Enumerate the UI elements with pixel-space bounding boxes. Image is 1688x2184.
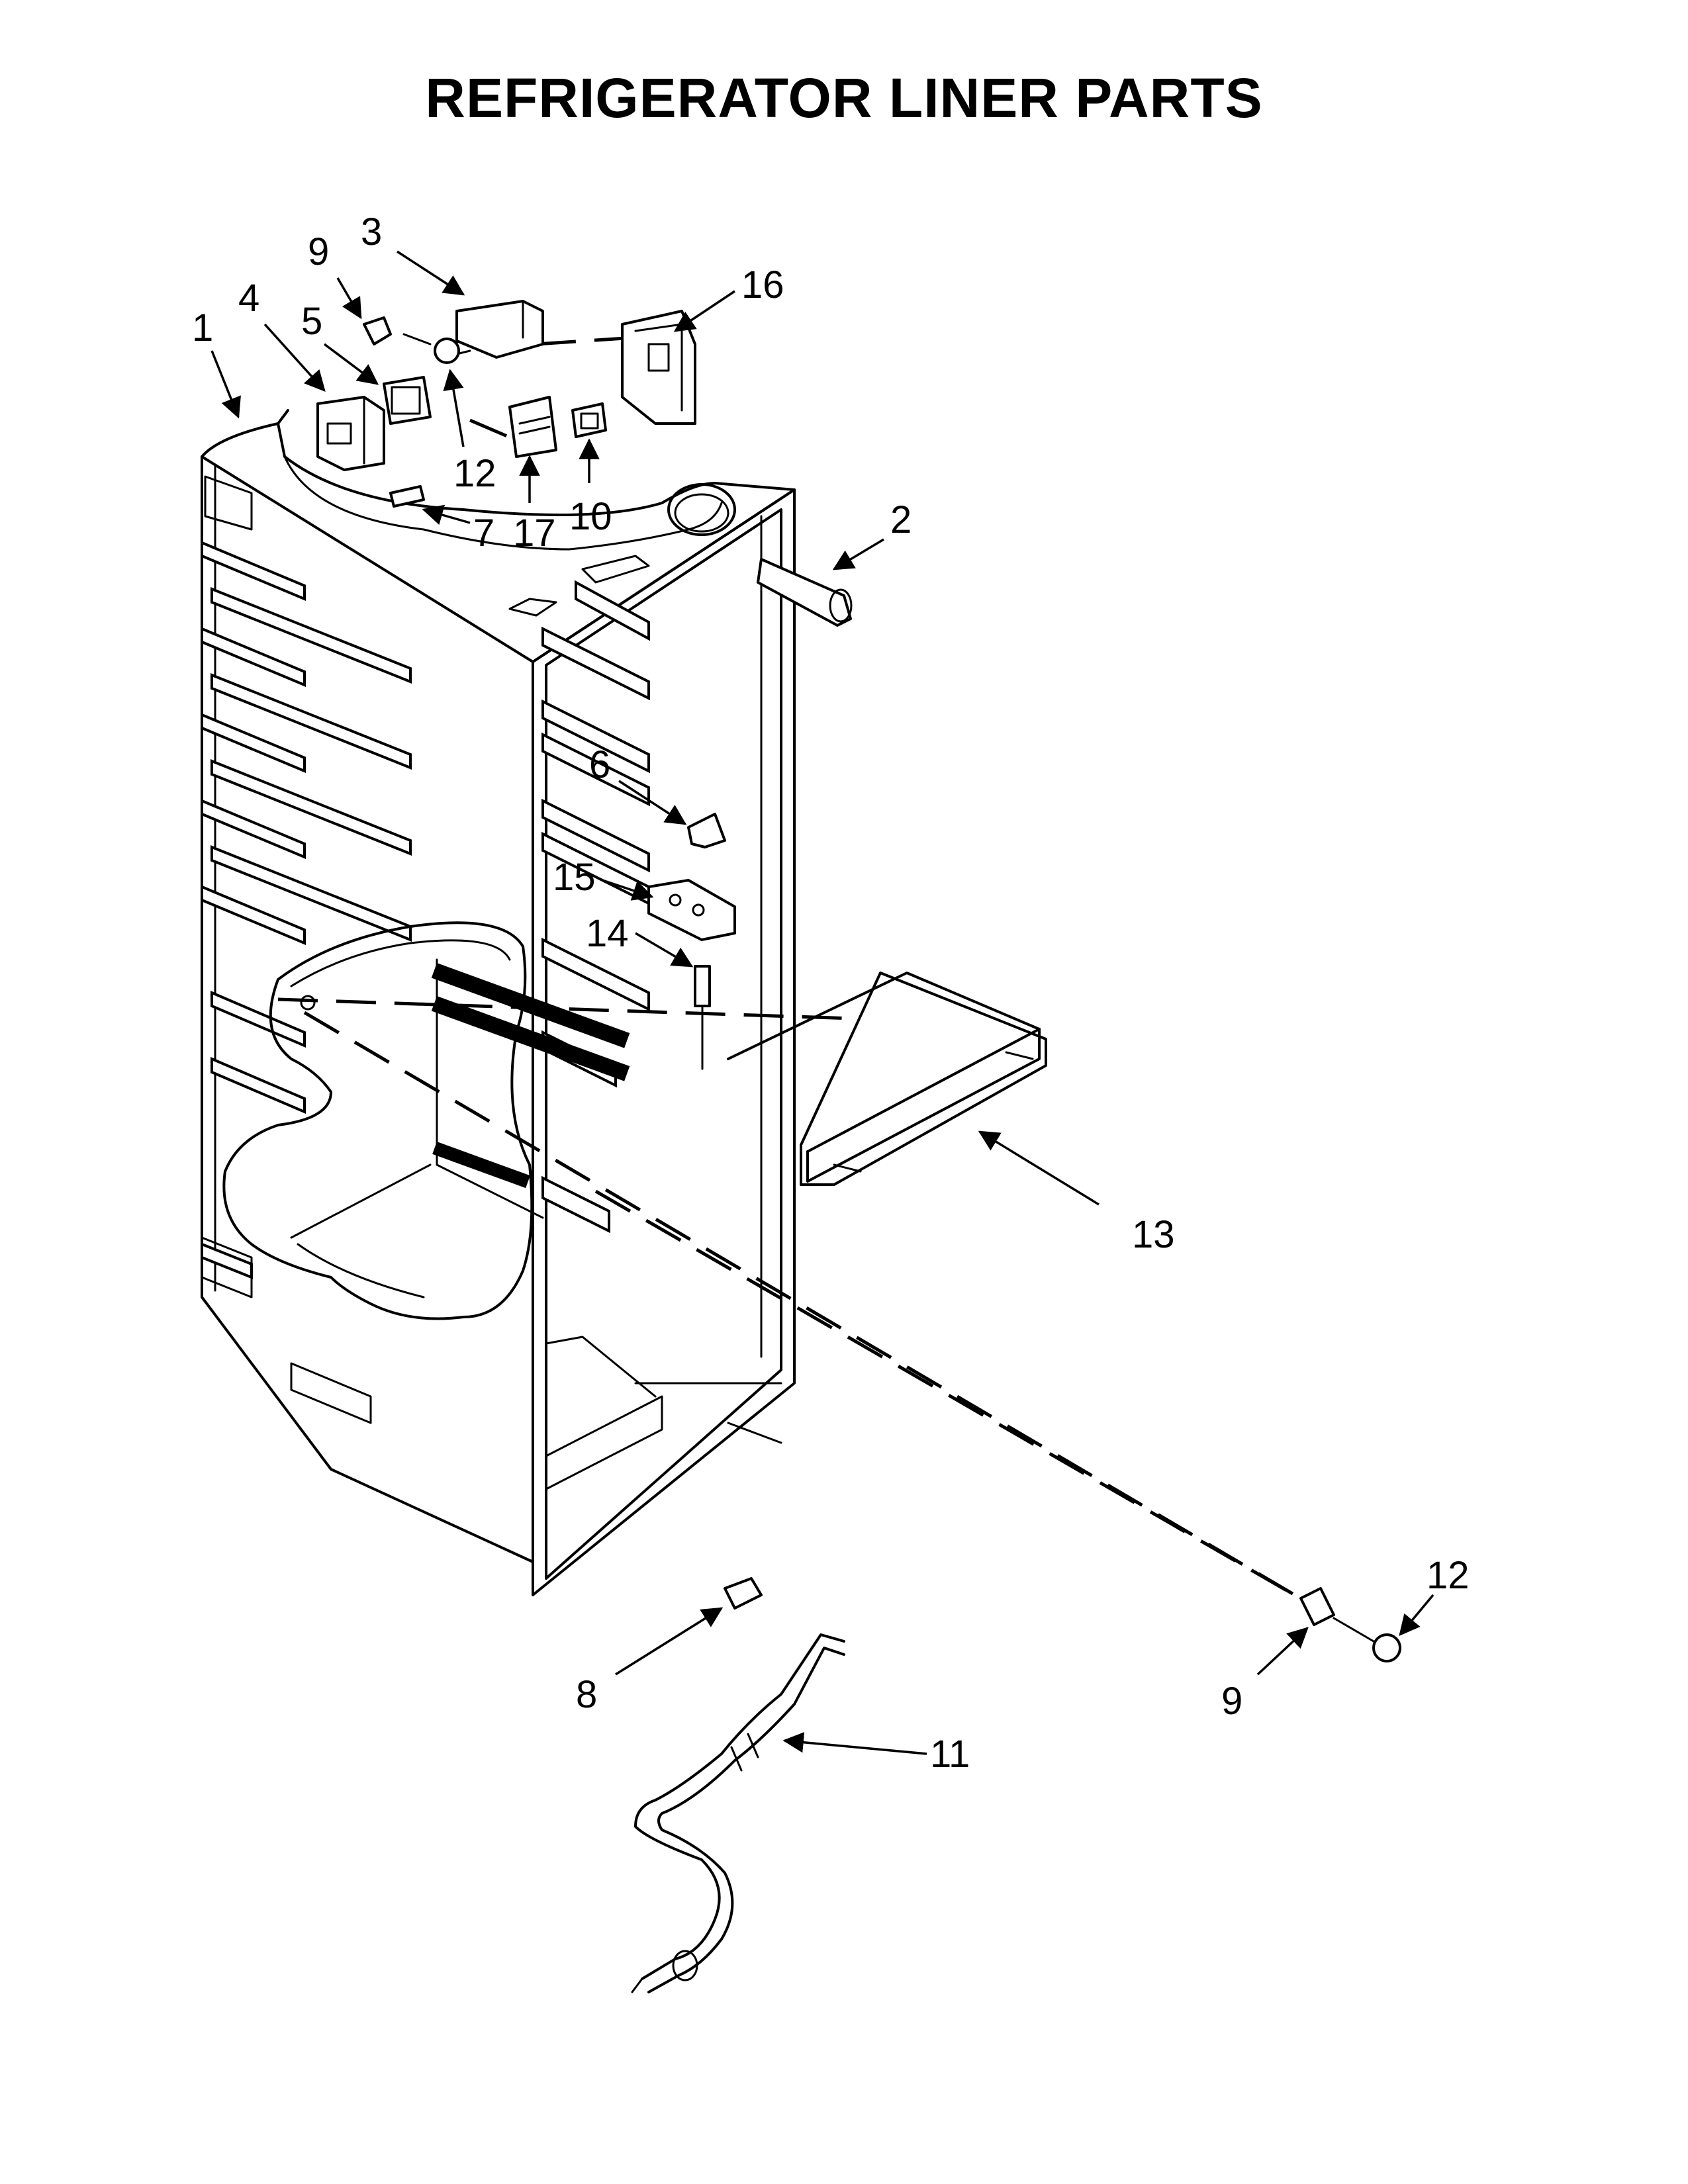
callout-14: 14 — [586, 912, 629, 955]
callout-13: 13 — [1132, 1213, 1175, 1256]
part-8-fitting — [724, 1577, 763, 1610]
liner-shell — [201, 409, 796, 1596]
assembly-line-diag — [594, 1189, 1319, 1610]
cutaway-view — [222, 921, 630, 1320]
part-6-clip — [687, 813, 726, 848]
right-wall-rails — [541, 580, 650, 1234]
part-3-bracket — [455, 300, 544, 359]
callout-12-lower: 12 — [1427, 1554, 1470, 1597]
assembly-line-lower — [303, 1011, 1319, 1610]
assembly-line-shelf — [277, 997, 874, 1021]
part-4-module — [316, 396, 385, 471]
part-12-bulb-lower — [1333, 1617, 1401, 1662]
part-15-holder — [647, 879, 736, 941]
assembly-line-top — [469, 418, 517, 442]
part-2-rod — [757, 558, 853, 627]
callout-16: 16 — [741, 263, 784, 306]
part-10-lens — [571, 402, 607, 438]
callout-17: 17 — [513, 512, 556, 555]
callout-12: 12 — [453, 452, 496, 495]
part-7-connector — [389, 485, 425, 508]
callout-11: 11 — [930, 1733, 970, 1776]
part-5-control — [383, 376, 432, 425]
callout-15: 15 — [553, 856, 596, 899]
part-14-sensor — [694, 965, 711, 1070]
callout-6: 6 — [589, 743, 610, 786]
callout-3: 3 — [361, 210, 382, 253]
callout-1: 1 — [192, 306, 213, 349]
part-13-shelf — [727, 972, 1047, 1186]
callout-4: 4 — [238, 277, 259, 320]
part-9-socket — [363, 316, 392, 345]
part-9-socket-lower — [1299, 1587, 1335, 1626]
assembly-line-top2 — [536, 336, 636, 346]
callout-10: 10 — [569, 495, 612, 538]
callout-9: 9 — [308, 230, 329, 273]
left-wall-rails — [201, 540, 412, 1279]
part-17-cover — [508, 396, 557, 458]
leader-lines — [211, 250, 1434, 1755]
callout-7: 7 — [473, 512, 494, 555]
part-12-bulb — [402, 333, 460, 364]
callout-2: 2 — [890, 498, 912, 541]
part-11-tube — [631, 1633, 845, 1993]
part-16-housing — [621, 310, 696, 425]
callout-9-lower: 9 — [1221, 1680, 1243, 1723]
page-title: REFRIGERATOR LINER PARTS — [425, 67, 1263, 129]
callout-5: 5 — [301, 300, 322, 343]
callout-8: 8 — [576, 1673, 597, 1716]
